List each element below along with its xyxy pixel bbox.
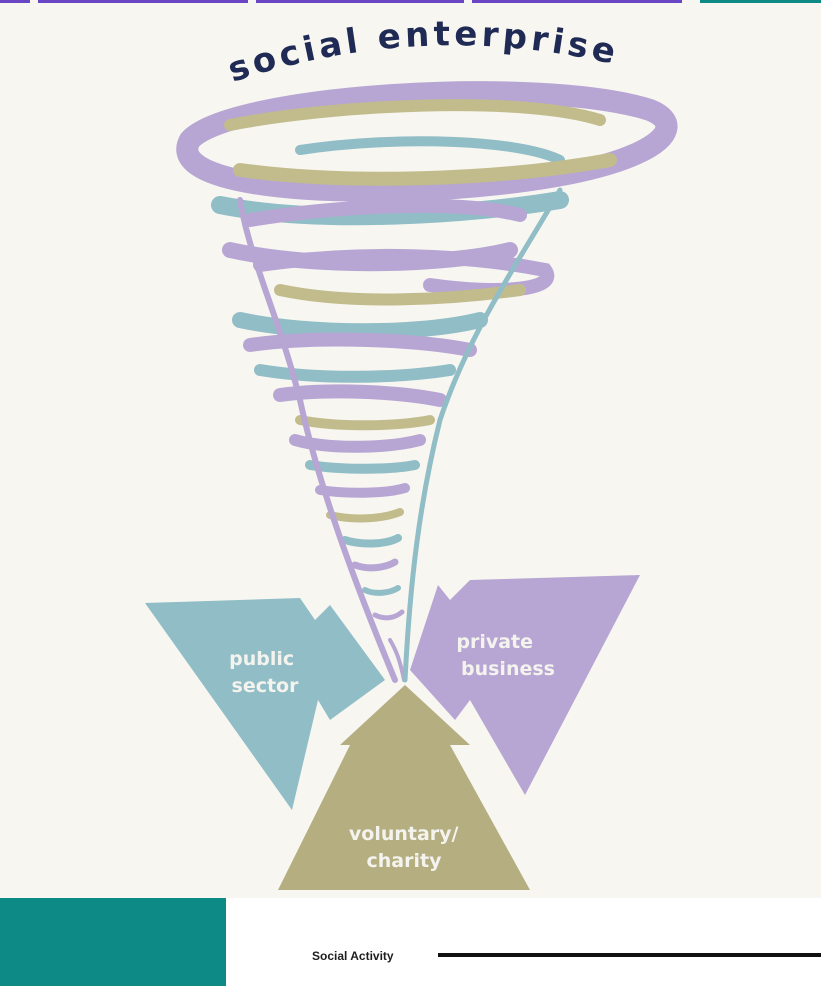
footer-rule	[438, 953, 821, 957]
diagram-title: social enterprise	[223, 14, 623, 90]
footer-accent-block	[0, 898, 226, 986]
footer-panel	[226, 898, 821, 986]
footer-caption: Social Activity	[312, 949, 394, 963]
